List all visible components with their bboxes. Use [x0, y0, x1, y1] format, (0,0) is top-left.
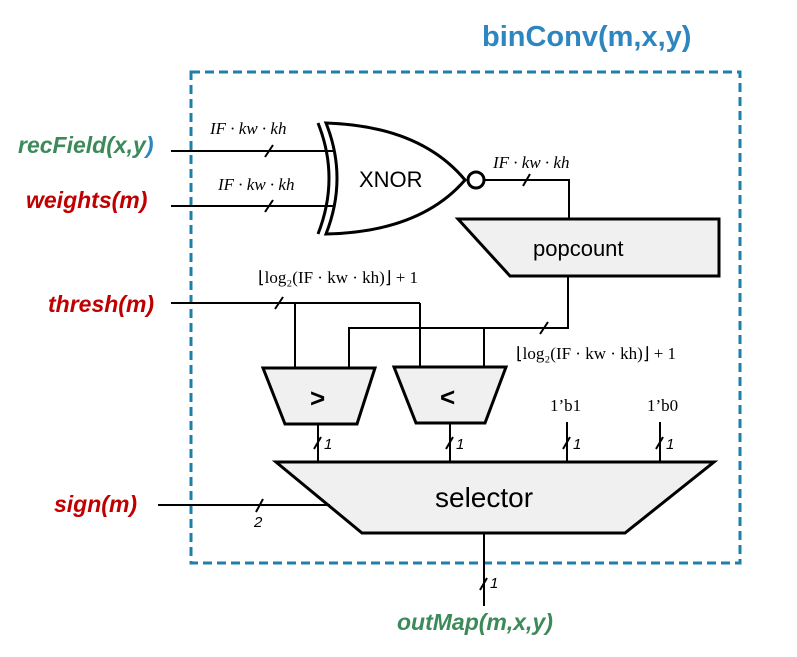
popcount-block	[454, 217, 721, 278]
lt-label: <	[440, 382, 455, 412]
diagram-title: binConv(m,x,y)	[482, 21, 691, 53]
recfield-width: IF · kw · kh	[209, 119, 286, 138]
weights-width: IF · kw · kh	[217, 175, 294, 194]
output-wire	[479, 534, 488, 606]
module-boundary	[189, 70, 742, 565]
weights-wire	[171, 199, 336, 213]
xnor-gate	[316, 121, 486, 236]
sign-label: sign(m)	[54, 491, 137, 517]
const-1b1-width: 1	[573, 436, 581, 453]
recfield-wire	[171, 144, 336, 158]
inverter-bubble-icon	[466, 170, 486, 190]
gt-out-width: 1	[324, 436, 332, 453]
xnor-label: XNOR	[359, 167, 423, 192]
const-1b0-wire	[655, 422, 664, 461]
const-1b0-width: 1	[666, 436, 674, 453]
thresh-wire	[171, 296, 421, 368]
sign-width: 2	[253, 514, 263, 531]
const-1b1-wire	[562, 422, 571, 461]
thresh-label: thresh(m)	[48, 291, 154, 317]
lt-comparator	[391, 365, 509, 425]
weights-label: weights(m)	[26, 187, 147, 213]
recfield-label: recField(x,y)	[18, 132, 154, 158]
gt-comparator	[260, 366, 378, 426]
xnor-out-width: IF · kw · kh	[492, 153, 569, 172]
selector-block	[271, 460, 719, 535]
const-1b0-label: 1’b0	[647, 396, 678, 415]
xnor-out-wire	[484, 173, 570, 218]
sign-wire	[158, 498, 330, 513]
const-1b1-label: 1’b1	[550, 396, 581, 415]
popcount-out-wire	[348, 277, 569, 368]
selector-label: selector	[435, 482, 533, 513]
gt-out-wire	[313, 425, 322, 461]
lt-out-wire	[445, 424, 454, 461]
popcount-label: popcount	[533, 236, 624, 261]
gt-label: >	[310, 383, 325, 413]
lt-out-width: 1	[456, 436, 464, 453]
output-width: 1	[490, 575, 498, 592]
thresh-width: ⌊log₂(IF · kw · kh)⌋ + 1	[258, 268, 418, 287]
popcount-out-width: ⌊log₂(IF · kw · kh)⌋ + 1	[516, 344, 676, 363]
outmap-label: outMap(m,x,y)	[397, 609, 553, 635]
